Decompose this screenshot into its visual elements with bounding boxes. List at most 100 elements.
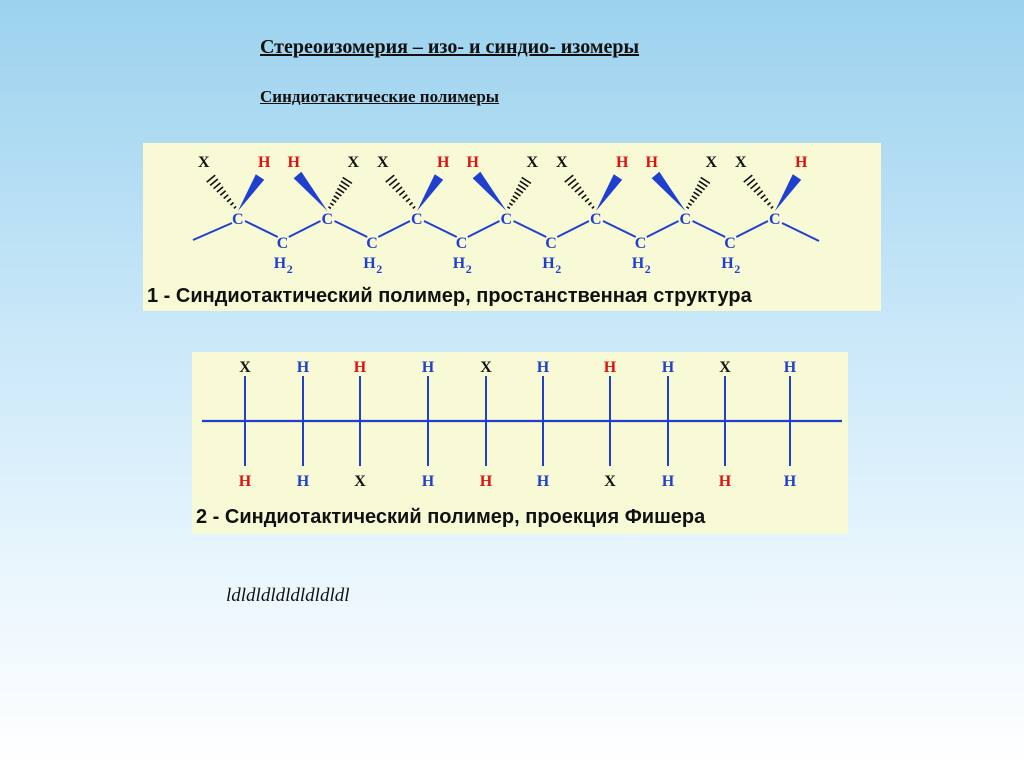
hash-bond-stroke [395,186,403,193]
wedge-bond [238,174,265,211]
backbone-bond [467,220,500,238]
substituent-left: H [646,154,659,171]
top-substituent: X [719,359,731,376]
hash-bond-stroke [574,186,582,193]
bottom-substituent: X [354,473,366,490]
hash-bond-stroke [336,187,345,194]
backbone-carbon: C [411,211,423,228]
hash-bond-stroke [514,191,521,197]
hash-bond-stroke [226,197,232,203]
spatial-structure-caption: 1 - Синдиотактический полимер, простанст… [147,285,752,307]
hash-bond-stroke [756,190,764,196]
backbone-bond [556,220,590,238]
ch2-index: 2 [466,262,472,276]
hash-bond-stroke [412,205,416,209]
substituent-right: X [706,154,718,171]
hash-bond-stroke [571,182,579,190]
substituent-right: X [527,154,539,171]
wedge-bond [417,174,444,211]
hash-bond-stroke [405,197,411,203]
substituent-right: H [795,154,808,171]
substituent-right: X [348,154,360,171]
top-substituent: X [480,359,492,376]
backbone-carbon: C [501,211,513,228]
end-bond-left [192,222,233,241]
top-substituent: H [604,359,617,376]
page-title: Стереоизомерия – изо- и синдио- изомеры [260,36,640,58]
hash-bond-stroke [329,202,335,206]
hash-bond-stroke [694,187,703,194]
wedge-bond [293,171,328,211]
substituent-left: X [735,154,747,171]
hash-bond-stroke [408,201,414,206]
backbone-bond [646,220,679,238]
bottom-substituent: H [422,473,435,490]
hash-bond-stroke [340,180,350,188]
hash-bond-stroke [770,205,774,209]
hash-bond-stroke [746,178,756,187]
configuration-sequence: ldldldldldldldldl [226,585,350,606]
hash-bond-stroke [743,174,753,183]
substituent-left: H [467,154,480,171]
hash-bond-stroke [219,190,227,196]
hash-bond-stroke [686,206,690,210]
hash-bond-stroke [521,176,532,185]
hash-bond-stroke [331,198,337,203]
backbone-bond [334,220,368,238]
ch2-carbon: C [456,235,468,252]
ch2-carbon: C [635,235,647,252]
hash-bond-stroke [587,201,593,206]
hash-bond-stroke [213,182,221,190]
wedge-bond [596,174,623,211]
top-substituent: H [422,359,435,376]
ch2-index: 2 [555,262,561,276]
hash-bond-stroke [689,198,695,203]
ch2-carbon: C [545,235,557,252]
ch2-hydrogen: H [542,255,555,272]
ch2-carbon: C [724,235,736,252]
wedge-bond [775,174,802,211]
wedge-bond [472,171,507,211]
hash-bond-stroke [229,201,235,206]
ch2-index: 2 [376,262,382,276]
bottom-substituent: H [662,473,675,490]
hash-bond-stroke [515,187,524,194]
hash-bond-stroke [512,195,519,200]
substituent-left: X [198,154,210,171]
backbone-bond [602,220,637,238]
ch2-index: 2 [734,262,740,276]
backbone-carbon: C [322,211,334,228]
ch2-hydrogen: H [453,255,466,272]
hash-bond-stroke [750,182,758,190]
top-substituent: X [239,359,251,376]
hash-bond-stroke [696,184,706,191]
hash-bond-stroke [693,191,700,197]
substituent-right: H [437,154,450,171]
hash-bond-stroke [233,205,237,209]
bottom-substituent: H [480,473,493,490]
substituent-right: H [616,154,629,171]
backbone-bond [513,220,547,238]
hash-bond-stroke [567,178,577,187]
hash-bond-stroke [209,178,219,187]
backbone-carbon: C [680,211,692,228]
hash-bond-stroke [581,194,587,200]
top-substituent: H [354,359,367,376]
substituent-left: X [377,154,389,171]
hash-bond-stroke [753,186,761,193]
hash-bond-stroke [577,190,585,196]
backbone-bond [244,220,279,238]
substituent-left: H [288,154,301,171]
hash-bond-stroke [388,178,398,187]
hash-bond-stroke [206,174,216,183]
ch2-hydrogen: H [363,255,376,272]
bottom-substituent: H [297,473,310,490]
end-bond-right [781,222,820,242]
hash-bond-stroke [510,198,516,203]
bottom-substituent: H [537,473,550,490]
hash-bond-stroke [338,184,348,191]
fischer-projection-caption: 2 - Синдиотактический полимер, проекция … [196,506,706,528]
hash-bond-stroke [385,174,395,183]
